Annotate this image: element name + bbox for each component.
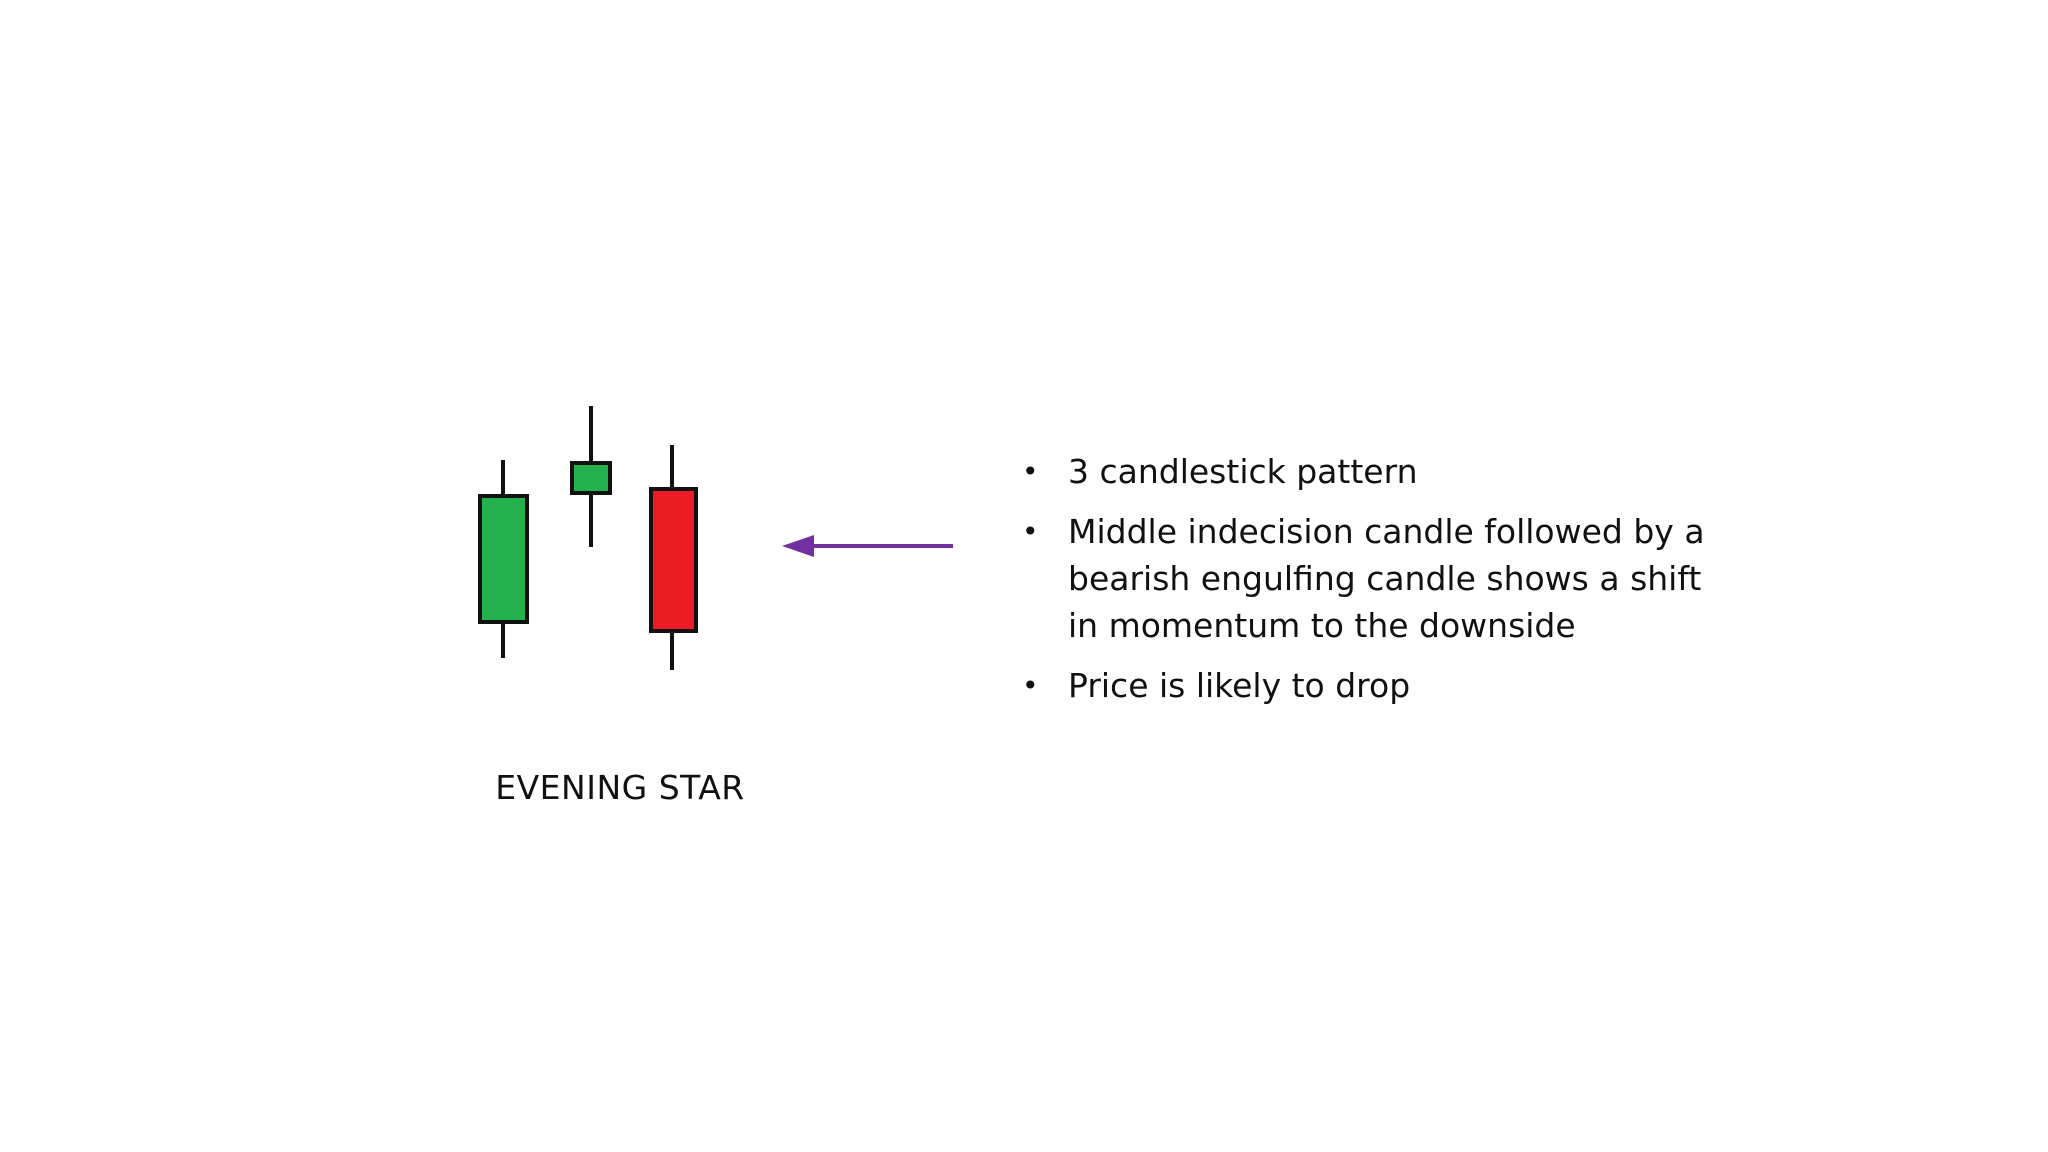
bullet-icon: •	[1022, 455, 1039, 488]
candle-2-body	[570, 461, 612, 495]
bullet-list: • 3 candlestick pattern • Middle indecis…	[1010, 448, 1730, 722]
candle-1-body	[478, 494, 529, 624]
left-arrow-icon	[782, 535, 953, 557]
bullet-text: Price is likely to drop	[1068, 666, 1411, 705]
candle-3-bearish	[649, 445, 698, 670]
bullet-icon: •	[1022, 515, 1039, 548]
candle-3-body	[649, 487, 698, 633]
bullet-item: • Price is likely to drop	[1010, 662, 1730, 709]
candle-1-bullish	[478, 460, 529, 658]
bullet-icon: •	[1022, 669, 1039, 702]
candle-2-indecision	[570, 406, 612, 547]
bullet-item: • Middle indecision candle followed by a…	[1010, 508, 1730, 649]
arrow-head	[782, 535, 814, 557]
bullet-text: 3 candlestick pattern	[1068, 452, 1418, 491]
pattern-label: EVENING STAR	[495, 768, 745, 807]
bullet-text: Middle indecision candle followed by a b…	[1068, 512, 1705, 645]
bullet-item: • 3 candlestick pattern	[1010, 448, 1730, 495]
